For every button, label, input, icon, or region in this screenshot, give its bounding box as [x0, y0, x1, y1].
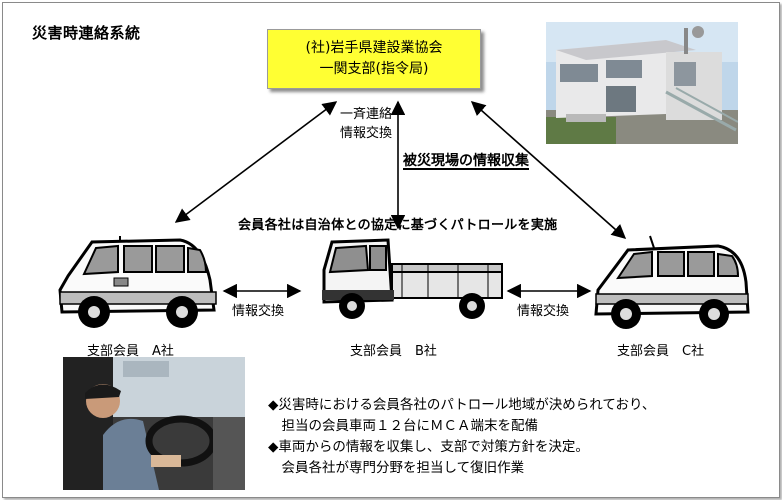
- headquarters-name: (社)岩手県建設業協会: [305, 40, 443, 56]
- member-a-car-icon: [54, 228, 224, 342]
- notes-block: ◆災害時における会員各社のパトロール地域が決められており、 担当の会員車両１２台…: [268, 395, 655, 479]
- member-a-label: 支部会員 A社: [87, 344, 174, 359]
- exchange-label-right: 情報交換: [517, 304, 570, 319]
- note-line-4: 会員各社が専門分野を担当して復旧作業: [268, 460, 525, 476]
- note-line-3: ◆車両からの情報を収集し、支部で対策方針を決定。: [268, 439, 589, 455]
- headquarters-box: (社)岩手県建設業協会 一関支部(指令局): [267, 29, 481, 89]
- member-c-van-icon: [590, 230, 755, 339]
- headquarters-branch: 一関支部(指令局): [319, 61, 429, 77]
- damage-info-label: 被災現場の情報収集: [403, 153, 529, 169]
- diagram-title: 災害時連絡系統: [32, 24, 141, 42]
- broadcast-label: 一斉連絡 情報交換: [340, 105, 392, 143]
- building-photo: [546, 22, 738, 144]
- arrow-hq-to-a: [174, 101, 338, 223]
- note-line-2: 担当の会員車両１２台にＭＣＡ端末を配備: [268, 418, 538, 434]
- broadcast-label-line2: 情報交換: [340, 126, 393, 141]
- arrow-hq-to-c: [470, 101, 627, 239]
- broadcast-label-line1: 一斉連絡: [340, 107, 393, 122]
- member-b-label: 支部会員 B社: [350, 344, 437, 359]
- exchange-label-left: 情報交換: [232, 304, 285, 319]
- driver-photo: [63, 357, 245, 490]
- member-c-label: 支部会員 C社: [617, 344, 705, 359]
- patrol-label: 会員各社は自治体との協定に基づくパトロールを実施: [238, 218, 558, 233]
- member-b-truck-icon: [318, 230, 508, 334]
- note-line-1: ◆災害時における会員各社のパトロール地域が決められており、: [268, 397, 656, 413]
